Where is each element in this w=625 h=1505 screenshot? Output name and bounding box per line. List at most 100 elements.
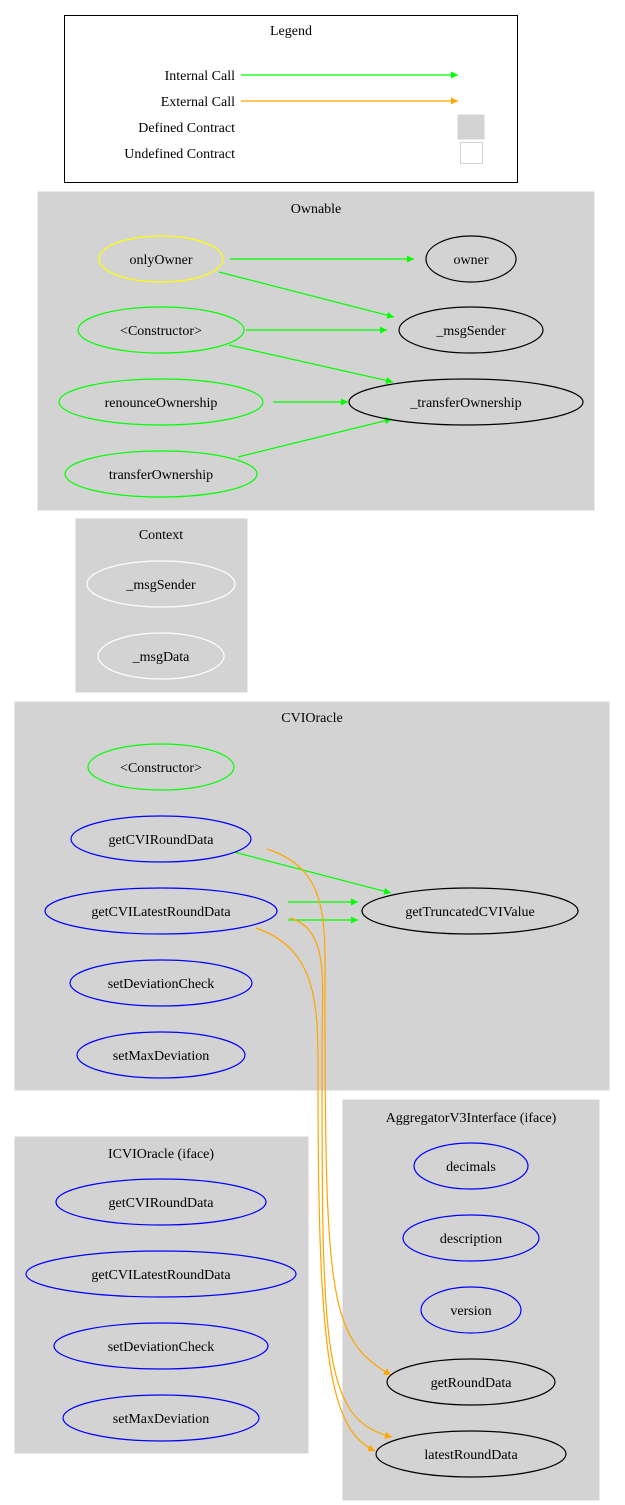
node-label: getCVILatestRoundData bbox=[91, 905, 231, 920]
node-label: renounceOwnership bbox=[105, 396, 218, 411]
internal-call-edge-own-onlyowner-to-own-msgsender bbox=[218, 271, 395, 319]
cluster-cvioracle-bg bbox=[14, 701, 610, 1091]
node-icvi-getround: getCVIRoundData bbox=[55, 1178, 267, 1226]
node-agg-decimals: decimals bbox=[413, 1142, 529, 1190]
node-own-renounce: renounceOwnership bbox=[58, 378, 264, 426]
node-label: version bbox=[450, 1304, 491, 1319]
node-ellipse bbox=[361, 887, 579, 935]
node-label: description bbox=[440, 1232, 502, 1247]
external-call-edge-cvi-getlatest-to-agg-latest bbox=[255, 927, 376, 1452]
node-ellipse bbox=[402, 1214, 540, 1262]
node-label: <Constructor> bbox=[120, 761, 202, 776]
node-ellipse bbox=[413, 1142, 529, 1190]
node-label: _msgSender bbox=[125, 578, 196, 593]
node-icvi-setmax: setMaxDeviation bbox=[62, 1394, 260, 1442]
legend-frame bbox=[64, 15, 518, 183]
legend-undefined-contract-swatch bbox=[460, 142, 483, 164]
node-cvi-truncated: getTruncatedCVIValue bbox=[361, 887, 579, 935]
node-own-msgsender: _msgSender bbox=[398, 306, 544, 354]
node-ellipse bbox=[53, 1322, 269, 1370]
node-cvi-getlatest: getCVILatestRoundData bbox=[44, 887, 278, 935]
external-call-edge-cvi-getlatest-to-agg-latest bbox=[289, 917, 393, 1439]
cluster-aggregator-title: AggregatorV3Interface (iface) bbox=[386, 1111, 557, 1126]
cluster-cvioracle-title: CVIOracle bbox=[281, 711, 342, 726]
node-ellipse bbox=[86, 560, 236, 608]
node-ellipse bbox=[425, 235, 517, 283]
node-label: setDeviationCheck bbox=[108, 1340, 215, 1355]
cluster-context-bg bbox=[75, 518, 248, 693]
node-ellipse bbox=[97, 632, 225, 680]
node-ellipse bbox=[64, 450, 258, 498]
node-label: _transferOwnership bbox=[409, 396, 521, 411]
node-ellipse bbox=[375, 1430, 567, 1478]
node-agg-latest: latestRoundData bbox=[375, 1430, 567, 1478]
node-label: onlyOwner bbox=[130, 253, 193, 268]
node-label: getRoundData bbox=[431, 1376, 513, 1391]
legend: Legend Internal Call External Call Defin… bbox=[64, 15, 518, 183]
node-label: getCVIRoundData bbox=[109, 1196, 215, 1211]
legend-label-defined-contract: Defined Contract bbox=[138, 121, 235, 136]
cluster-icvioracle: ICVIOracle (iface) bbox=[14, 1136, 309, 1454]
node-label: _msgData bbox=[132, 650, 191, 665]
node-agg-version: version bbox=[420, 1286, 522, 1334]
node-label: _msgSender bbox=[435, 324, 506, 339]
node-label: decimals bbox=[446, 1160, 496, 1175]
external-call-edge-cvi-getround-to-agg-getround bbox=[266, 848, 392, 1376]
cluster-icvioracle-bg bbox=[14, 1136, 309, 1454]
node-icvi-getlatest: getCVILatestRoundData bbox=[25, 1250, 297, 1298]
cluster-ownable-bg bbox=[37, 191, 595, 511]
internal-call-edge-cvi-getround-to-cvi-truncated bbox=[233, 851, 392, 895]
node-agg-getround: getRoundData bbox=[386, 1358, 556, 1406]
node-ellipse bbox=[55, 1178, 267, 1226]
node-cvi-ctor: <Constructor> bbox=[87, 743, 235, 791]
node-own-owner: owner bbox=[425, 235, 517, 283]
node-label: transferOwnership bbox=[109, 468, 213, 483]
node-cvi-setdev: setDeviationCheck bbox=[69, 959, 253, 1007]
node-icvi-setdev: setDeviationCheck bbox=[53, 1322, 269, 1370]
node-agg-description: description bbox=[402, 1214, 540, 1262]
node-label: setDeviationCheck bbox=[108, 977, 215, 992]
legend-label-external-call: External Call bbox=[161, 95, 235, 110]
node-ellipse bbox=[69, 959, 253, 1007]
node-own-transferinternal: _transferOwnership bbox=[348, 378, 584, 426]
node-ellipse bbox=[76, 1031, 246, 1079]
node-ellipse bbox=[348, 378, 584, 426]
cluster-context-title: Context bbox=[139, 528, 183, 543]
node-own-onlyowner: onlyOwner bbox=[98, 235, 224, 283]
cluster-icvioracle-title: ICVIOracle (iface) bbox=[108, 1147, 214, 1162]
node-label: latestRoundData bbox=[424, 1448, 518, 1463]
node-ctx-msgsender: _msgSender bbox=[86, 560, 236, 608]
node-ellipse bbox=[77, 306, 245, 354]
node-ctx-msgdata: _msgData bbox=[97, 632, 225, 680]
node-label: getCVIRoundData bbox=[109, 833, 215, 848]
internal-call-edge-own-ctor-to-own-transferinternal bbox=[228, 344, 394, 384]
legend-label-undefined-contract: Undefined Contract bbox=[124, 147, 235, 162]
node-ellipse bbox=[398, 306, 544, 354]
node-label: getCVILatestRoundData bbox=[91, 1268, 231, 1283]
node-own-transfer: transferOwnership bbox=[64, 450, 258, 498]
node-ellipse bbox=[44, 887, 278, 935]
node-own-ctor: <Constructor> bbox=[77, 306, 245, 354]
node-cvi-getround: getCVIRoundData bbox=[70, 815, 252, 863]
cluster-ownable-title: Ownable bbox=[291, 202, 342, 217]
cluster-ownable: Ownable bbox=[37, 191, 595, 511]
legend-title: Legend bbox=[270, 24, 312, 39]
node-label: owner bbox=[454, 253, 489, 268]
node-label: setMaxDeviation bbox=[113, 1412, 209, 1427]
node-ellipse bbox=[58, 378, 264, 426]
node-label: getTruncatedCVIValue bbox=[405, 905, 534, 920]
cluster-cvioracle: CVIOracle bbox=[14, 701, 610, 1091]
legend-defined-contract-swatch bbox=[457, 114, 485, 140]
node-ellipse bbox=[87, 743, 235, 791]
cluster-context: Context bbox=[75, 518, 248, 693]
edges bbox=[218, 255, 414, 1452]
internal-call-edge-own-transfer-to-own-transferinternal bbox=[237, 417, 393, 458]
legend-label-internal-call: Internal Call bbox=[165, 69, 235, 84]
node-ellipse bbox=[62, 1394, 260, 1442]
node-ellipse bbox=[386, 1358, 556, 1406]
node-ellipse bbox=[70, 815, 252, 863]
node-label: setMaxDeviation bbox=[113, 1049, 209, 1064]
node-ellipse bbox=[98, 235, 224, 283]
